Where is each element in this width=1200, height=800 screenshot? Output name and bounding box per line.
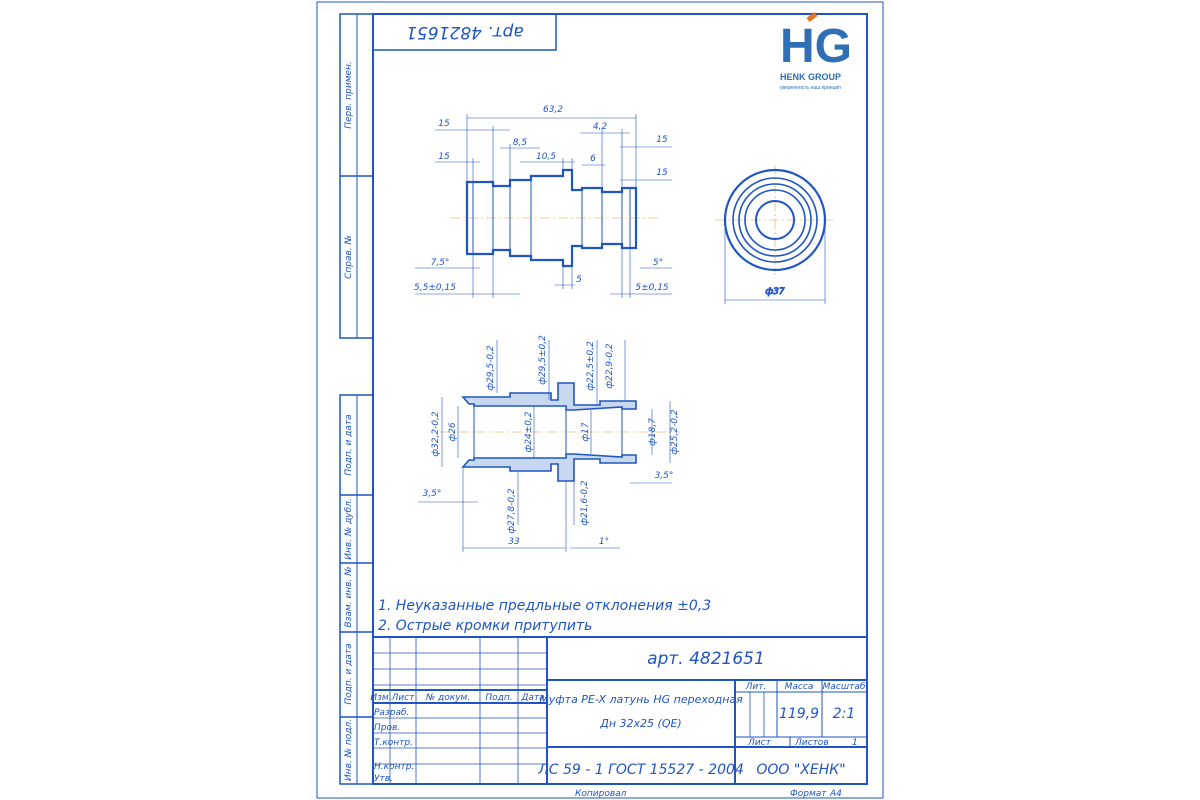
dim-5-deg: 5° — [653, 258, 663, 268]
dim-15-c: 15 — [438, 152, 450, 162]
dim-32-2: ф32,2-0,2 — [431, 411, 441, 457]
dim-5: 5 — [576, 275, 582, 285]
svg-text:Утв.: Утв. — [374, 774, 393, 784]
svg-text:Дата: Дата — [520, 693, 544, 703]
tb-scale: 2:1 — [833, 706, 856, 722]
side-label-podp2: Подп. и дата — [344, 643, 354, 704]
part-side-view — [415, 114, 672, 298]
dim-33: 33 — [508, 537, 520, 547]
svg-text:арт. 4821651: арт. 4821651 — [406, 22, 524, 42]
dim-1-deg: 1° — [599, 537, 609, 547]
dim-22-9: ф22,9-0,2 — [605, 343, 615, 389]
tb-article: арт. 4821651 — [647, 649, 765, 669]
dim-10-5: 10,5 — [536, 152, 556, 162]
svg-text:Пров.: Пров. — [374, 723, 400, 733]
dim-27-8: ф27,8-0,2 — [507, 488, 517, 534]
tb-material: ЛС 59 - 1 ГОСТ 15527 - 2004 — [537, 762, 744, 778]
dim-15-a: 15 — [438, 119, 450, 129]
dim-17: ф17 — [581, 422, 591, 441]
dim-5-5: 5,5±0,15 — [414, 283, 456, 293]
dim-3-5b: 3,5° — [655, 471, 674, 481]
note-2: 2. Острые кромки притупить — [378, 618, 592, 634]
dim-5-015: 5±0,15 — [635, 283, 669, 293]
dim-6: 6 — [590, 154, 596, 164]
sheet-border — [316, 1, 884, 799]
side-view-dimensions: 63,2 4,2 15 8,5 15 15 10,5 6 15 7,5° 5° … — [414, 105, 669, 293]
side-label-inv-podl: Инв. № подл. — [344, 719, 354, 781]
dim-29-5: ф29,5-0,2 — [486, 345, 496, 391]
section-view-dimensions: ф29,5-0,2 ф29,5±0,2 ф22,5±0,2 ф22,9-0,2 … — [423, 335, 680, 547]
dim-8-5: 8,5 — [513, 138, 528, 148]
note-1: 1. Неуказанные предльные отклонения ±0,3 — [378, 598, 711, 614]
dim-7-5-deg: 7,5° — [431, 258, 450, 268]
svg-text:Т.контр.: Т.контр. — [374, 738, 413, 748]
svg-text:Изм.: Изм. — [370, 693, 391, 703]
header-stamp: арт. 4821651 — [372, 13, 557, 51]
dim-22-5: ф22,5±0,2 — [586, 341, 596, 391]
dim-3-5a: 3,5° — [423, 489, 442, 499]
svg-text:HG: HG — [780, 20, 852, 73]
dim-25-2: ф25,2-0,2 — [670, 409, 680, 455]
tb-part-name-2: Дн 32x25 (QE) — [599, 717, 681, 730]
svg-text:Листов: Листов — [794, 738, 829, 748]
svg-text:Копировал: Копировал — [575, 789, 627, 799]
part-end-view: ф37 — [715, 165, 835, 304]
dim-18-7: ф18,7 — [648, 418, 658, 446]
side-label-vzam: Взам. инв. № — [344, 566, 354, 627]
svg-text:Н.контр.: Н.контр. — [374, 762, 414, 772]
svg-text:Формат: Формат — [790, 789, 827, 799]
dim-26: ф26 — [448, 422, 458, 441]
technical-notes: 1. Неуказанные предльные отклонения ±0,3… — [378, 598, 711, 634]
henk-group-logo: HG HENK GROUP уверенность наш принцип — [780, 12, 852, 91]
svg-text:уверенность наш принцип: уверенность наш принцип — [780, 85, 841, 91]
svg-text:Масса: Масса — [785, 682, 814, 692]
svg-text:№ докум.: № докум. — [425, 693, 470, 703]
tb-mass: 119,9 — [779, 706, 819, 722]
side-label-inv-dubl: Инв. № дубл. — [344, 498, 354, 560]
tb-sheets: 1 — [852, 738, 858, 748]
side-label-podp1: Подп. и дата — [344, 414, 354, 475]
title-block — [373, 636, 867, 784]
svg-text:Лит.: Лит. — [745, 682, 767, 692]
dim-24: ф24±0,2 — [524, 411, 534, 452]
dim-63-2: 63,2 — [543, 105, 563, 115]
tb-company: ООО "ХЕНК" — [756, 762, 845, 778]
dim-21-6: ф21,6-0,2 — [580, 480, 590, 526]
part-section-view — [418, 340, 680, 552]
svg-text:А4: А4 — [829, 789, 842, 799]
left-side-columns: Перв. примен. Справ. № Подп. и дата Инв.… — [339, 13, 374, 785]
tb-part-name-1: Муфта PE-X латунь HG переходная — [539, 693, 743, 706]
svg-text:HENK GROUP: HENK GROUP — [780, 72, 841, 82]
dim-37: ф37 — [765, 287, 784, 297]
title-block-text: арт. 4821651 Изм. Лист № докум. Подп. Да… — [370, 649, 865, 799]
side-label-perv: Перв. примен. — [344, 61, 354, 129]
side-label-sprav: Справ. № — [344, 235, 354, 279]
dim-15-d: 15 — [656, 168, 668, 178]
svg-text:Масштаб: Масштаб — [823, 682, 866, 692]
dim-29-5b: ф29,5±0,2 — [538, 335, 548, 385]
svg-text:Лист: Лист — [391, 693, 416, 703]
svg-text:Разраб.: Разраб. — [374, 708, 409, 718]
svg-text:Лист: Лист — [747, 738, 772, 748]
svg-text:Подп.: Подп. — [485, 693, 512, 703]
dim-15-b: 15 — [656, 135, 668, 145]
dim-4-2: 4,2 — [593, 122, 608, 132]
